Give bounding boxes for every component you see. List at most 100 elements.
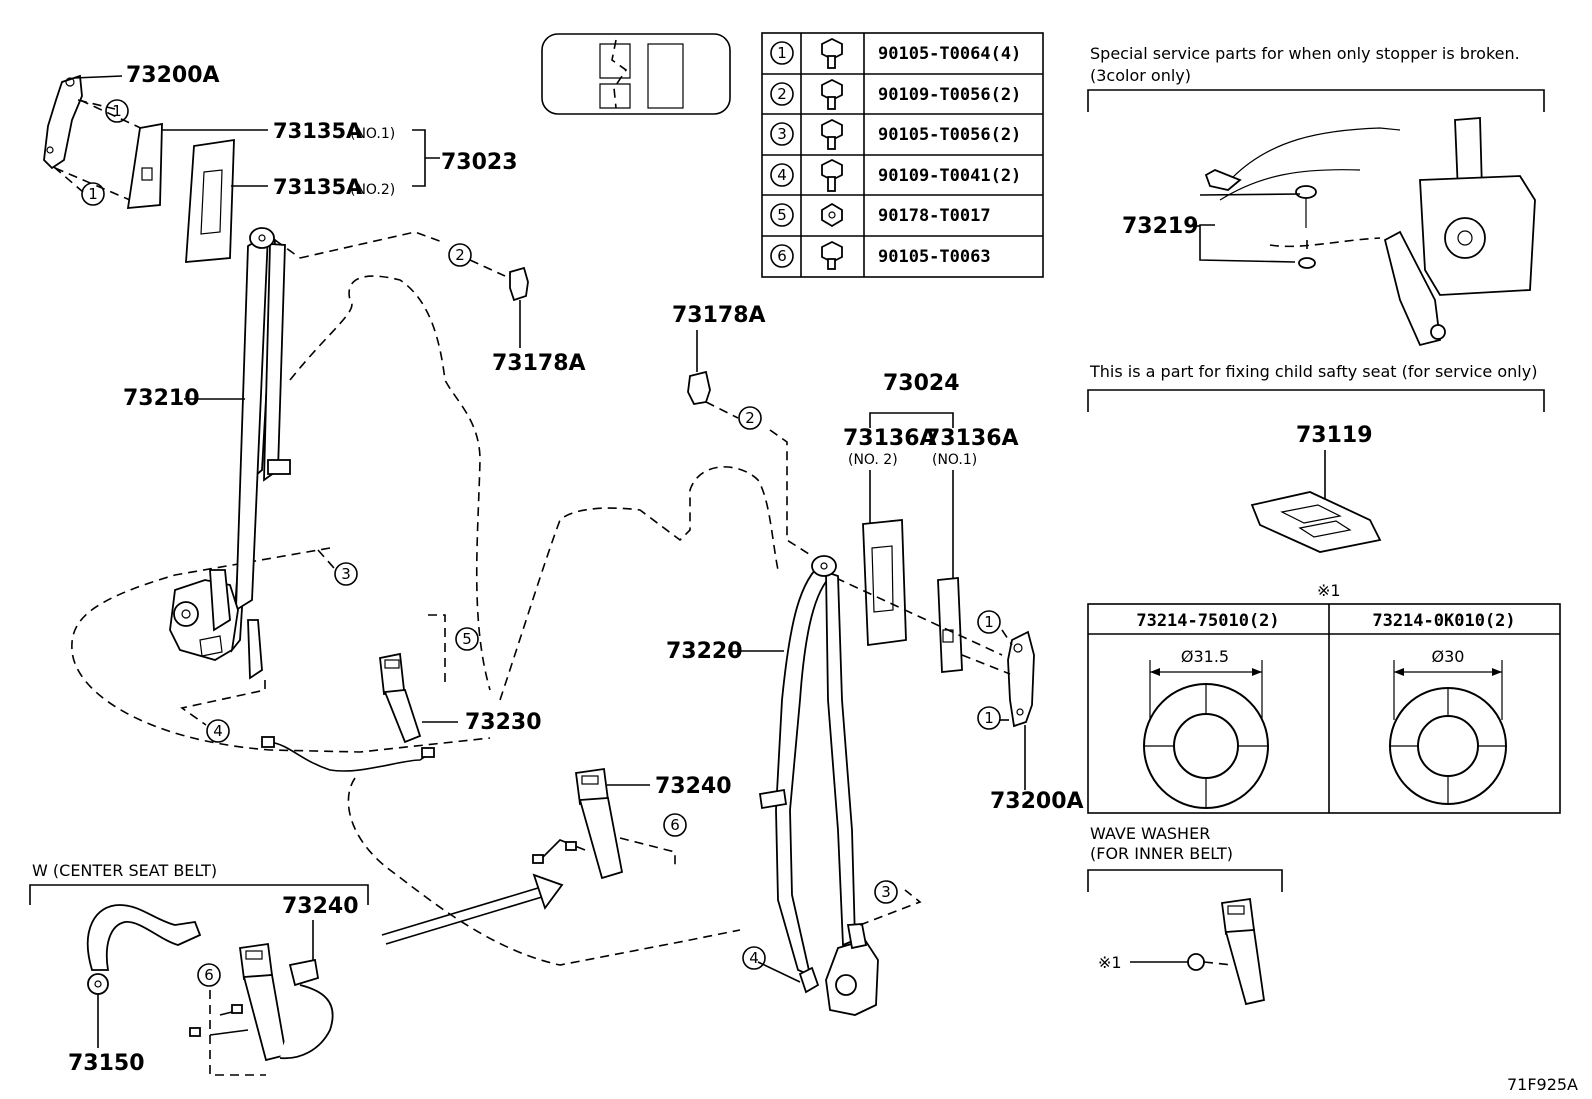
cover-73136A-no1 [937,577,963,673]
figure-id: 71F925A [1507,1075,1578,1094]
label-73119: 73119 [1296,423,1373,448]
center-belt-heading: W (CENTER SEAT BELT) [32,861,217,880]
bolt-icon [821,158,843,192]
washer-diameter-2: Ø30 [1432,647,1465,666]
buckle-73230 [261,652,435,772]
guide-73178A-mid [687,330,711,405]
fastener-number: 1 [777,44,787,62]
fastener-part-number: 90105-T0063 [878,247,991,267]
callout-5: 5 [455,627,479,651]
callout-6-center: 6 [197,963,221,987]
fastener-part-number: 90178-T0017 [878,206,991,226]
fastener-part-number: 90105-T0064(4) [878,44,1021,64]
fastener-row: 1 90105-T0064(4) [770,37,1021,69]
svg-text:2: 2 [745,409,755,427]
cover-73135A-no1 [126,122,163,210]
washer-table: 73214-75010(2) 73214-0K010(2) Ø31.5 Ø30 [1087,603,1561,814]
fastener-number: 6 [777,247,787,265]
svg-text:6: 6 [670,816,680,834]
callout-1c: 1 [977,610,1001,634]
fastener-row: 5 90178-T0017 [770,202,991,228]
svg-text:4: 4 [749,949,759,967]
special-parts-note-line1: Special service parts for when only stop… [1090,44,1520,63]
svg-text:1: 1 [88,185,98,203]
label-73135A-no2-note: (NO.2) [350,182,395,198]
label-73135A-no1: 73135A [273,119,363,143]
washer-part-2: 73214-0K010(2) [1372,611,1515,631]
nut-icon [821,202,843,228]
wave-washer-buckle [1130,897,1266,1006]
wave-washer-note-2: (FOR INNER BELT) [1090,844,1233,863]
center-belt-73150 [87,904,202,1048]
washer-diameter-1: Ø31.5 [1181,647,1229,666]
fastener-row: 2 90109-T0056(2) [770,78,1021,110]
seat-belt-73220 [758,555,856,977]
fastener-number: 4 [777,166,787,184]
retractor-right [798,923,879,1016]
label-73024: 73024 [883,371,960,396]
label-73178A-mid: 73178A [672,303,766,328]
callout-6-mid: 6 [663,813,687,837]
cover-73135A-no2 [185,138,235,263]
label-73136A-no2-note: (NO. 2) [848,452,898,468]
fastener-table: 1 90105-T0064(4) 2 90109-T0056(2) 3 9010… [761,32,1044,278]
fastener-part-number: 90105-T0056(2) [878,125,1021,145]
callout-4-mid: 4 [742,946,766,970]
bolt-icon [821,118,843,150]
retractor-left [169,569,239,661]
label-73136A-no1-note: (NO.1) [932,452,977,468]
label-73240-mid: 73240 [655,774,732,799]
svg-text:6: 6 [204,966,214,984]
fastener-number: 2 [777,85,787,103]
label-73230: 73230 [465,710,542,735]
svg-text:2: 2 [455,246,465,264]
callout-1a: 1 [105,99,129,123]
pointer-arrow [381,873,564,945]
callout-1b: 1 [81,182,105,206]
svg-text:3: 3 [341,565,351,583]
svg-text:1: 1 [984,709,994,727]
fastener-row: 6 90105-T0063 [770,240,991,270]
label-73135A-no2: 73135A [273,175,363,199]
fastener-part-number: 90109-T0041(2) [878,166,1021,186]
fastener-row: 4 90109-T0041(2) [770,158,1021,192]
washer-drawing-1: Ø31.5 [1143,647,1269,809]
stopper-assembly-73219 [1204,117,1536,347]
label-73219: 73219 [1122,214,1199,239]
label-73150: 73150 [68,1051,145,1076]
vehicle-location-icon [541,33,731,115]
svg-text:5: 5 [462,630,472,648]
callout-1d: 1 [977,706,1001,730]
callout-3-left: 3 [334,562,358,586]
child-seat-plate-73119 [1250,491,1382,553]
buckle-73240-mid [532,767,624,880]
fastener-number: 3 [777,125,787,143]
bolt-icon [821,37,843,69]
ref-mark-1: ※1 [1317,581,1341,600]
label-73023: 73023 [441,150,518,175]
buckle-73240-center [189,942,334,1062]
fastener-part-number: 90109-T0056(2) [878,85,1021,105]
label-73136A-no1: 73136A [925,426,1019,451]
wave-washer-note-1: WAVE WASHER [1090,824,1210,843]
callout-4-left: 4 [206,719,230,743]
label-73200A-top: 73200A [126,63,220,88]
label-73136A-no2: 73136A [843,426,937,451]
svg-text:3: 3 [881,883,891,901]
left-seat-outline [71,275,491,753]
fastener-number: 5 [777,206,787,224]
child-seat-note: This is a part for fixing child safty se… [1089,362,1537,381]
label-73240-center: 73240 [282,894,359,919]
callout-3-mid: 3 [874,880,898,904]
ref-mark-2: ※1 [1098,953,1122,972]
svg-text:4: 4 [213,722,223,740]
washer-drawing-2: Ø30 [1389,647,1507,805]
seat-belt-73210 [230,227,291,680]
washer-part-1: 73214-75010(2) [1136,611,1279,631]
label-73135A-no1-note: (NO.1) [350,126,395,142]
bolt-icon [821,78,843,110]
left-anchor-plate-73200A [43,74,123,170]
bolt-icon [821,240,843,270]
special-parts-note-line2: (3color only) [1090,66,1191,85]
